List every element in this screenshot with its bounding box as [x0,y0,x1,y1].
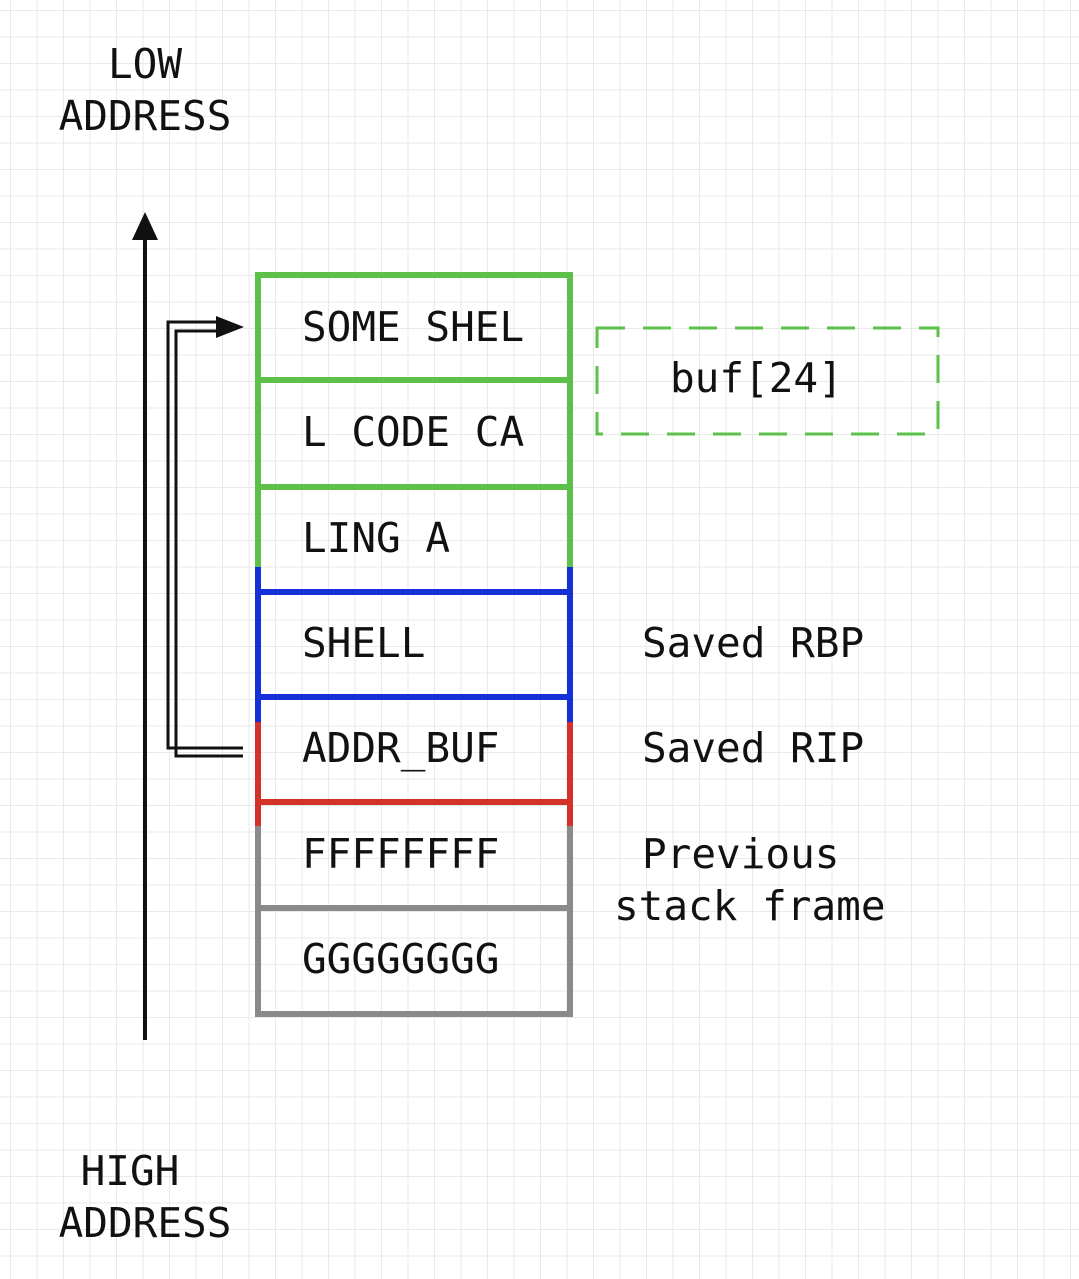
return-jump-arrowhead [216,316,244,338]
stack-cell-4: SHELL [302,619,426,667]
stack-cell-7: GGGGGGGG [302,935,500,983]
saved-rbp-label: Saved RBP [642,619,865,667]
previous-frame-label-line-1: Previous [642,830,840,878]
low-address-label-line-2: ADDRESS [58,92,232,140]
buffer-dashed-bracket [595,326,940,436]
stack-cell-5: ADDR_BUF [302,724,500,772]
high-address-label-line-1: HIGH [80,1147,180,1195]
address-axis-arrowhead [132,212,158,240]
stack-cell-1: SOME SHEL [302,303,525,351]
stack-cell-3: LING A [302,514,451,562]
high-address-label-line-2: ADDRESS [58,1199,232,1247]
low-address-label-line-1: LOW [107,40,183,88]
stack-cell-2: L CODE CA [302,408,525,456]
return-jump-arrow [166,320,243,758]
buffer-label: buf[24] [670,354,843,402]
stack-cell-6: FFFFFFFF [302,830,500,878]
saved-rip-label: Saved RIP [642,724,865,772]
previous-frame-label-line-2: stack frame [614,882,886,930]
